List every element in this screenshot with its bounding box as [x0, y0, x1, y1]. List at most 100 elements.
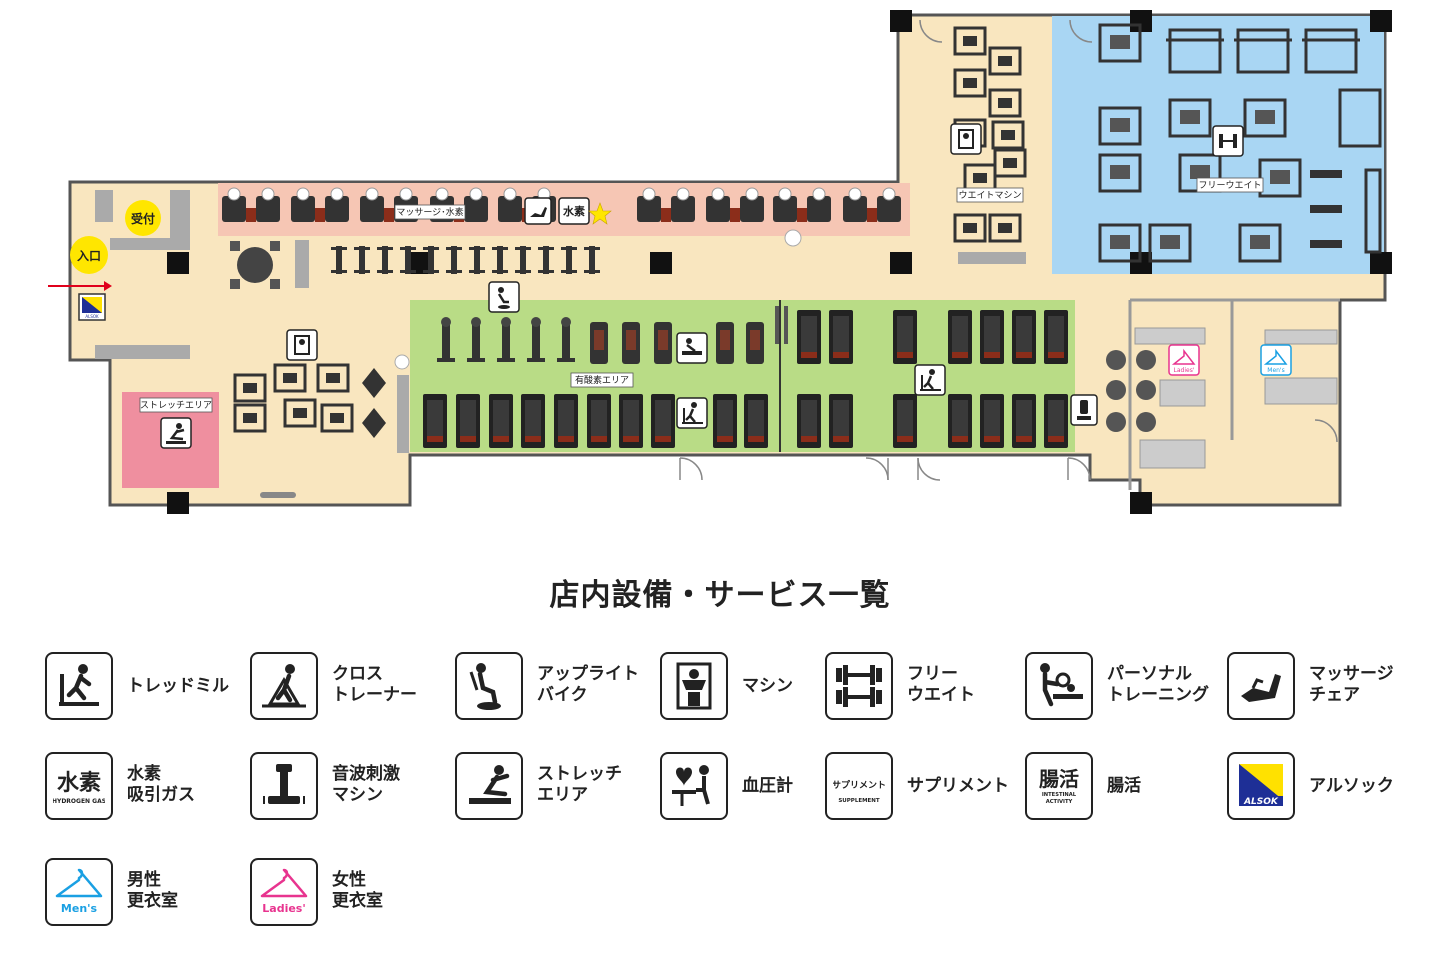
- svg-text:サプリメント: サプリメント: [833, 779, 885, 791]
- reception-label: 受付: [131, 211, 155, 226]
- legend-item-massage_chair: マッサージ チェア: [1227, 652, 1427, 724]
- treadmill: [829, 394, 853, 448]
- svg-text:INTESTINAL: INTESTINAL: [1042, 792, 1077, 798]
- free-weight-station: [1243, 98, 1287, 138]
- treadmill: [829, 310, 853, 364]
- upright-bike: [497, 317, 515, 362]
- massage-chair: [256, 187, 280, 222]
- power-rack: [1166, 28, 1224, 74]
- upright-bike: [437, 317, 455, 362]
- svg-text:フリーウエイト: フリーウエイト: [1198, 180, 1261, 191]
- upright-bike: [400, 246, 416, 274]
- legend-label: サプリメント: [907, 776, 1009, 796]
- legend-label: 女性 更衣室: [332, 870, 383, 911]
- sonic-wave-machine-icon: [250, 752, 318, 820]
- treadmill: [489, 394, 513, 448]
- massage-chairs: [222, 187, 901, 222]
- legend-label: 水素 吸引ガス: [127, 764, 195, 805]
- alsok-map-badge: ALSOK: [78, 293, 106, 321]
- side-table: [797, 208, 807, 222]
- dumbbell-rack: [1310, 170, 1342, 178]
- treadmill: [587, 394, 611, 448]
- svg-text:Ladies': Ladies': [262, 902, 305, 915]
- svg-text:ACTIVITY: ACTIVITY: [1046, 799, 1073, 805]
- legend-label: アルソック: [1309, 776, 1394, 796]
- cross-trainer: [622, 322, 640, 364]
- legend-item-blood_pressure: 血圧計: [660, 752, 860, 824]
- legend-item-ladies_locker: Ladies' 女性 更衣室: [250, 858, 450, 930]
- stretch-icon: [455, 752, 523, 820]
- cable-station: [1338, 88, 1382, 148]
- treadmill: [456, 394, 480, 448]
- misc-fixtures: [95, 19, 1338, 498]
- legend-item-free_weight: フリー ウエイト: [825, 652, 1025, 724]
- legend-title: 店内設備・サービス一覧: [549, 578, 891, 613]
- upright-bike: [561, 246, 577, 274]
- hydrogen-icon: 水素: [558, 197, 590, 225]
- free-weight-station: [1098, 106, 1142, 146]
- locker-walls: [1128, 298, 1340, 490]
- legend-label: パーソナル トレーニング: [1107, 664, 1209, 705]
- legend-label: アップライト バイク: [537, 664, 639, 705]
- map-icons: 水素: [160, 123, 1292, 449]
- massage-chair: [843, 187, 867, 222]
- massage-chair: [637, 187, 661, 222]
- treadmill-icon: [45, 652, 113, 720]
- treadmill: [893, 394, 917, 448]
- treadmill: [744, 394, 768, 448]
- massage-chair-icon: [1227, 652, 1295, 720]
- dumbbell-rack: [1310, 240, 1342, 248]
- svg-text:Men's: Men's: [1267, 367, 1284, 374]
- hex-platform: [362, 408, 386, 438]
- side-table: [246, 208, 256, 222]
- side-table: [661, 208, 671, 222]
- upright-bike: [467, 317, 485, 362]
- treadmill: [651, 394, 675, 448]
- weight-machine: [233, 373, 267, 403]
- free-weight-station: [1098, 153, 1142, 193]
- massage-chair: [325, 187, 349, 222]
- upright-bike: [377, 246, 393, 274]
- massage-chair: [740, 187, 764, 222]
- upright-bike: [515, 246, 531, 274]
- blood-pressure-icon: [660, 752, 728, 820]
- upright-bike: [557, 317, 575, 362]
- ladies-hanger-icon: Ladies': [250, 858, 318, 926]
- upright-bike-icon: [488, 281, 520, 313]
- legend-item-machine: マシン: [660, 652, 860, 724]
- svg-text:腸活: 腸活: [1039, 767, 1079, 791]
- massage-chair: [360, 187, 384, 222]
- machine-icon: [950, 123, 982, 155]
- weight-machine: [988, 46, 1022, 76]
- dumbbell-icon: [1212, 125, 1244, 157]
- treadmill: [948, 310, 972, 364]
- upright-bike: [423, 246, 439, 274]
- dumbbell-rack: [1310, 205, 1342, 213]
- weight-machine: [233, 403, 267, 433]
- legend-label: 男性 更衣室: [127, 870, 178, 911]
- upright-bike: [446, 246, 462, 274]
- machine-icon: [660, 652, 728, 720]
- massage-chair: [498, 187, 522, 222]
- legend-label: マシン: [742, 676, 793, 696]
- free-weight-station: [1238, 223, 1282, 263]
- legend-label: トレッドミル: [127, 676, 229, 696]
- structural-columns: [167, 10, 1392, 514]
- massage-chair: [222, 187, 246, 222]
- dumbbell-icon: [825, 652, 893, 720]
- legend-item-stretch: ストレッチ エリア: [455, 752, 655, 824]
- legend-item-personal_training: パーソナル トレーニング: [1025, 652, 1225, 724]
- massage-chair: [877, 187, 901, 222]
- weight-machine: [991, 120, 1025, 150]
- weight-machine: [953, 213, 987, 243]
- svg-text:水素: 水素: [563, 204, 585, 218]
- treadmill: [521, 394, 545, 448]
- cross-trainer: [590, 322, 608, 364]
- weight-machine: [320, 403, 354, 433]
- hex-platform: [362, 368, 386, 398]
- side-table: [315, 208, 325, 222]
